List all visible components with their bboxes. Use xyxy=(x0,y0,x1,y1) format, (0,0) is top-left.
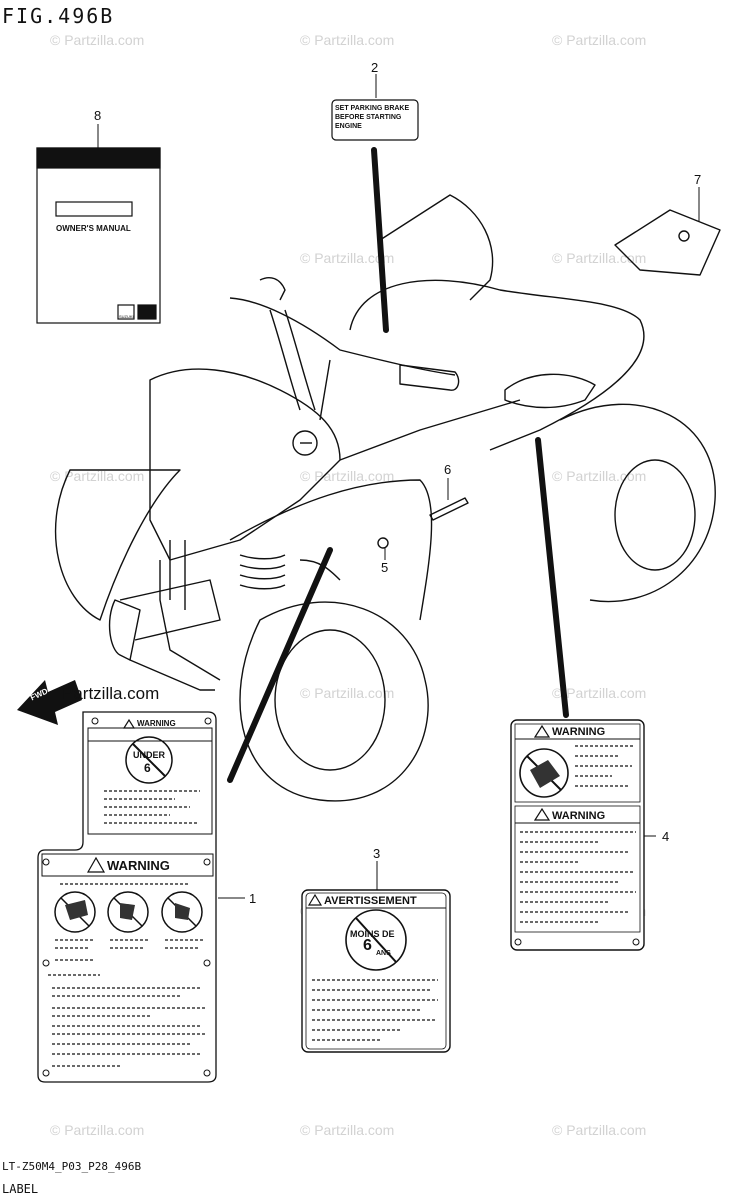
moins-stamp: MOINS DE xyxy=(350,929,395,939)
callout-1: 1 xyxy=(249,891,257,906)
moins-number: 6 xyxy=(363,937,372,954)
no-drinking-icon xyxy=(107,891,149,933)
callout-8: 8 xyxy=(94,108,102,123)
fwd-arrow-icon xyxy=(17,680,82,725)
watermark: © Partzilla.com xyxy=(300,1122,395,1138)
label3-title: AVERTISSEMENT xyxy=(324,895,417,907)
manual-title: OWNER'S MANUAL xyxy=(56,224,131,233)
callout-6: 6 xyxy=(444,462,452,477)
watermark: © Partzilla.com xyxy=(300,32,395,48)
label4-bottom-warning: WARNING xyxy=(552,810,606,822)
watermark: © Partzilla.com xyxy=(300,685,395,701)
no-passenger-icon xyxy=(54,891,96,933)
watermark: © Partzilla.com xyxy=(50,1122,145,1138)
callout-5: 5 xyxy=(381,560,389,575)
watermark: © Partzilla.com xyxy=(552,32,647,48)
figure-code: LT-Z50M4_P03_P28_496B xyxy=(2,1160,142,1173)
label4-top-warning: WARNING xyxy=(552,726,606,738)
watermark: © Partzilla.com xyxy=(552,1122,647,1138)
section-label: LABEL xyxy=(2,1182,39,1196)
under-stamp: UNDER xyxy=(133,750,166,760)
label1-top-warning: WARNING xyxy=(137,719,176,728)
watermark: © Partzilla.com xyxy=(552,468,647,484)
watermark: © Partzilla.com xyxy=(300,250,395,266)
fwd-brand: Partzilla.com xyxy=(62,684,160,703)
watermark: © Partzilla.com xyxy=(50,468,145,484)
callout-3: 3 xyxy=(373,846,381,861)
callout-7: 7 xyxy=(694,172,702,187)
under-number: 6 xyxy=(144,761,151,775)
callout-2: 2 xyxy=(371,60,379,75)
moins-ans: ANS xyxy=(376,950,391,957)
watermark: © Partzilla.com xyxy=(552,685,647,701)
watermark: © Partzilla.com xyxy=(300,468,395,484)
figure-title: FIG.496B xyxy=(2,4,115,28)
manual-brand: SUZUKI xyxy=(119,314,134,319)
label1-main-warning: WARNING xyxy=(107,858,170,873)
watermark: © Partzilla.com xyxy=(552,250,647,266)
callout-4: 4 xyxy=(662,829,670,844)
no-riding-icon xyxy=(161,891,203,933)
parking-brake-label: SET PARKING BRAKE BEFORE STARTING ENGINE xyxy=(335,105,410,130)
watermark: © Partzilla.com xyxy=(50,32,145,48)
